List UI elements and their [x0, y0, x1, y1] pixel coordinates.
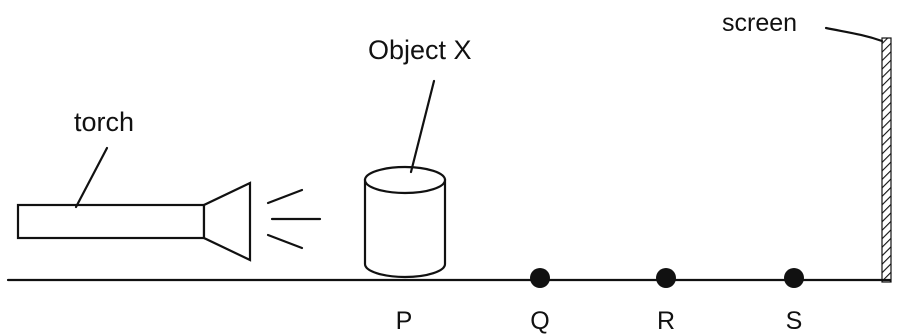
- object-x-cylinder: [363, 165, 447, 279]
- screen: [881, 37, 892, 283]
- torch-label: torch: [74, 107, 134, 137]
- torch-leader-line: [74, 146, 109, 209]
- torch: [16, 181, 252, 262]
- object-x-label: Object X: [368, 35, 472, 65]
- point-s-marker: [784, 268, 804, 288]
- point-s-label: S: [786, 307, 803, 334]
- cylinder-body: [363, 178, 447, 279]
- light-ray-upper: [266, 188, 304, 205]
- screen-leader-line: [824, 26, 884, 43]
- point-r-marker: [656, 268, 676, 288]
- torch-body: [16, 203, 206, 240]
- screen-hatching: [881, 37, 892, 283]
- cylinder-top: [363, 165, 447, 195]
- object-leader-line: [409, 79, 436, 174]
- light-ray-lower: [266, 233, 304, 250]
- screen-label: screen: [722, 9, 797, 37]
- light-rays: [266, 188, 322, 250]
- torch-head: [202, 181, 252, 262]
- point-p-label: P: [396, 307, 413, 334]
- point-r-label: R: [657, 307, 675, 334]
- point-q-marker: [530, 268, 550, 288]
- point-q-label: Q: [530, 307, 549, 334]
